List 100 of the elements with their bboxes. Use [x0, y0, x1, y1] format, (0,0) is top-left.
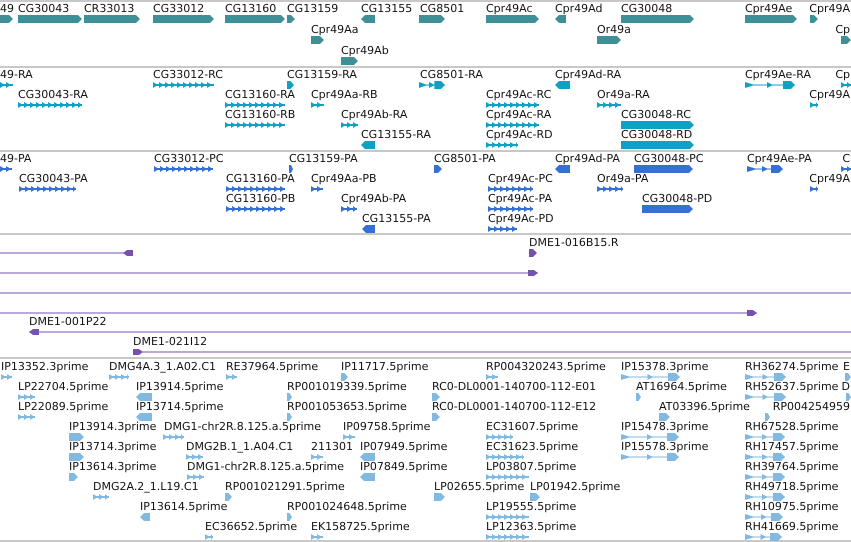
feature-label: CG13155 [361, 2, 412, 16]
feature-label: Cp [835, 23, 850, 37]
feature-label: CG13155-PA [362, 212, 431, 226]
feature-label: IP11717.5prime [341, 360, 428, 374]
feature-label: CG13160-PA [226, 172, 295, 186]
feature-label: Cpr49Ad-RA [555, 68, 622, 82]
feature-label: CG30043-RA [18, 88, 88, 102]
feature-label: Cpr49Aa-PB [311, 172, 377, 186]
feature-label: IP07949.5prime [360, 440, 448, 454]
feature-label: IP13914.3prime [69, 420, 156, 434]
feature-label: IP15578.3prime [621, 440, 708, 454]
feature-label: DME1-021I12 [133, 335, 208, 349]
feature-label: CG30048-RC [621, 108, 691, 122]
feature-label: CG13160-PB [226, 192, 296, 206]
feature-label: RH39764.5prime [745, 460, 838, 474]
feature-label: CG30048-PC [634, 152, 704, 166]
feature-label: CG13159 [287, 2, 338, 16]
feature-label: D [842, 380, 850, 394]
feature-label: LP19555.5prime [486, 500, 576, 514]
feature-label: RH10975.5prime [745, 500, 838, 514]
feature-label: Cp [835, 68, 850, 82]
feature-label: RP004320243.5prime [486, 360, 606, 374]
feature-label: IP13714.5prime [136, 400, 224, 414]
feature-label: LP02655.5prime [434, 480, 524, 494]
feature-label: CG13160-RA [225, 88, 295, 102]
feature-label: Cpr49Aa-RB [311, 88, 378, 102]
feature-label: 49 [0, 2, 14, 16]
feature-label: CG13159-RA [287, 68, 357, 82]
feature-label: RP001021291.5prime [225, 480, 345, 494]
feature-label: IP13714.3prime [69, 440, 156, 454]
feature-label: CG33012 [153, 2, 204, 16]
feature-label: Cpr49A [809, 2, 850, 16]
feature-label: Cpr49Ac-PC [488, 172, 553, 186]
feature-label: CG13160-RB [225, 108, 296, 122]
feature-label: EC31623.5prime [486, 440, 578, 454]
feature-label: EK158725.5prime [311, 520, 410, 534]
feature-label: RC0-DL0001-140700-112-E12 [432, 400, 596, 414]
feature-label: Cpr49Ae [745, 2, 792, 16]
feature-label: Cpr49Aa [311, 23, 358, 37]
feature-label: DMG4A.3_1.A02.C1 [109, 360, 216, 374]
feature-label: LP03807.5prime [486, 460, 576, 474]
feature-label: RP001024648.5prime [287, 500, 407, 514]
feature-label: CG8501 [420, 2, 464, 16]
feature-label: CG13160 [225, 2, 276, 16]
feature-label: IP13614.5prime [140, 500, 228, 514]
feature-label: Cpr49Ac-RC [486, 88, 552, 102]
feature-label: LP22089.5prime [18, 400, 108, 414]
feature-label: RP001019339.5prime [287, 380, 407, 394]
feature-label: Cpr49Ad-PA [555, 152, 620, 166]
feature-label: AT03396.5prime [659, 400, 750, 414]
feature-label: IP15478.3prime [621, 420, 708, 434]
feature-label: CG30048-RD [621, 128, 692, 142]
feature-label: CG33012-RC [153, 68, 223, 82]
feature-label: IP15378.3prime [621, 360, 708, 374]
feature-label: CG30048-PD [642, 192, 712, 206]
feature-label: IP13614.3prime [69, 460, 156, 474]
feature-label: CG13159-PA [289, 152, 358, 166]
feature-label: Cpr49A [809, 88, 850, 102]
feature-label: RP004254959 [772, 400, 850, 414]
feature-label: RP001053653.5prime [287, 400, 407, 414]
feature-label: LP01942.5prime [530, 480, 620, 494]
feature-label: DMG1-chr2R.8.125.a.5prime [164, 420, 322, 434]
feature-label: IP09758.5prime [343, 420, 430, 434]
feature-label: CG30048 [621, 2, 672, 16]
feature-label: CG13155-RA [361, 128, 431, 142]
feature-label: Cpr49Ac-PA [488, 192, 552, 206]
feature-label: Cpr49Ac [486, 2, 533, 16]
feature-label: Cpr49Ab-PA [341, 192, 406, 206]
feature-label: RC0-DL0001-140700-112-E01 [432, 380, 596, 394]
feature-label: CG30043-PA [19, 172, 88, 186]
feature-label: LP12363.5prime [486, 520, 576, 534]
feature-label: IP07849.5prime [360, 460, 448, 474]
feature-label: Or49a [597, 23, 631, 37]
feature-label: 49-PA [0, 152, 32, 166]
feature-label: AT16964.5prime [636, 380, 727, 394]
feature-label: RH49718.5prime [745, 480, 838, 494]
feature-label: Cpr49Ae-PA [747, 152, 812, 166]
feature-label: RH41669.5prime [745, 520, 838, 534]
feature-label: CG33012-PC [154, 152, 224, 166]
feature-label: CR33013 [84, 2, 134, 16]
feature-label: RH17457.5prime [745, 440, 838, 454]
feature-label: DMG2B.1_1.A04.C1 [186, 440, 294, 454]
feature-label: IP13352.3prime [1, 360, 88, 374]
feature-label: 49-RA [0, 68, 33, 82]
feature-label: Or49a-PA [597, 172, 648, 186]
feature-label: CG8501-PA [434, 152, 496, 166]
feature-label: Cpr49Ab [341, 44, 389, 58]
feature-label: Cpr49Ac-RA [486, 108, 552, 122]
feature-label: RH52637.5prime [745, 380, 838, 394]
feature-label: RE37964.5prime [226, 360, 318, 374]
feature-label: CG8501-RA [420, 68, 483, 82]
feature-label: LP22704.5prime [18, 380, 108, 394]
feature-label: DMG1-chr2R.8.125.a.5prime [187, 460, 344, 474]
feature-label: C [842, 152, 850, 166]
feature-label: IP13914.5prime [136, 380, 224, 394]
feature-label: DME1-001P22 [29, 315, 107, 329]
feature-label: EC31607.5prime [486, 420, 578, 434]
feature-label: RH67528.5prime [745, 420, 838, 434]
feature-label: 211301 [311, 440, 353, 454]
feature-label: DMG2A.2_1.L19.C1 [93, 480, 199, 494]
